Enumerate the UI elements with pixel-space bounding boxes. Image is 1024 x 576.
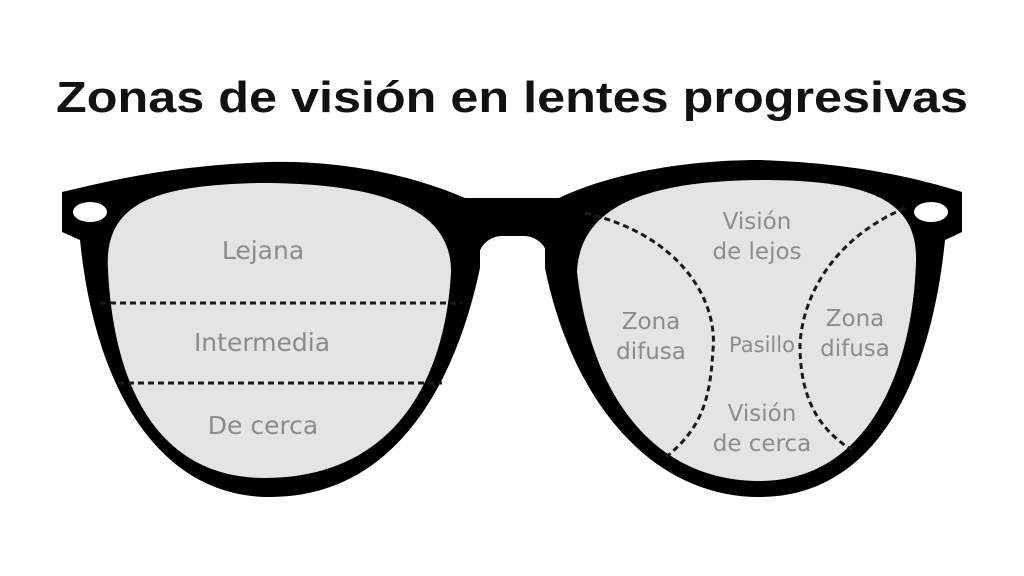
left-lens-zones: Lejana Intermedia De cerca — [100, 236, 462, 440]
left-lens — [107, 183, 452, 478]
blur-zone-right-line2: difusa — [820, 336, 890, 362]
zone-label-far: Lejana — [222, 236, 304, 265]
corridor-label: Pasillo — [729, 333, 795, 357]
zone-label-near: De cerca — [208, 411, 319, 440]
left-hinge-hole — [73, 202, 107, 222]
right-lens — [577, 180, 917, 481]
far-vision-label-line2: de lejos — [712, 239, 801, 265]
corridor-right-boundary — [798, 206, 906, 452]
diagram-title: Zonas de visión en lentes progresivas — [56, 73, 968, 122]
blur-zone-left-line2: difusa — [616, 339, 686, 365]
zone-label-intermediate: Intermedia — [194, 328, 330, 357]
near-vision-label-line1: Visión — [728, 401, 797, 427]
glasses-frame — [62, 160, 962, 497]
near-vision-label-line2: de cerca — [713, 431, 812, 457]
right-lens-zones: Visión de lejos Zona difusa Pasillo Zona… — [584, 206, 906, 460]
far-vision-label-line1: Visión — [723, 209, 792, 235]
right-hinge-hole — [914, 202, 948, 222]
bridge-gap — [478, 236, 548, 326]
blur-zone-right-line1: Zona — [826, 306, 885, 332]
blur-zone-left-line1: Zona — [622, 309, 681, 335]
corridor-left-boundary — [584, 211, 715, 460]
